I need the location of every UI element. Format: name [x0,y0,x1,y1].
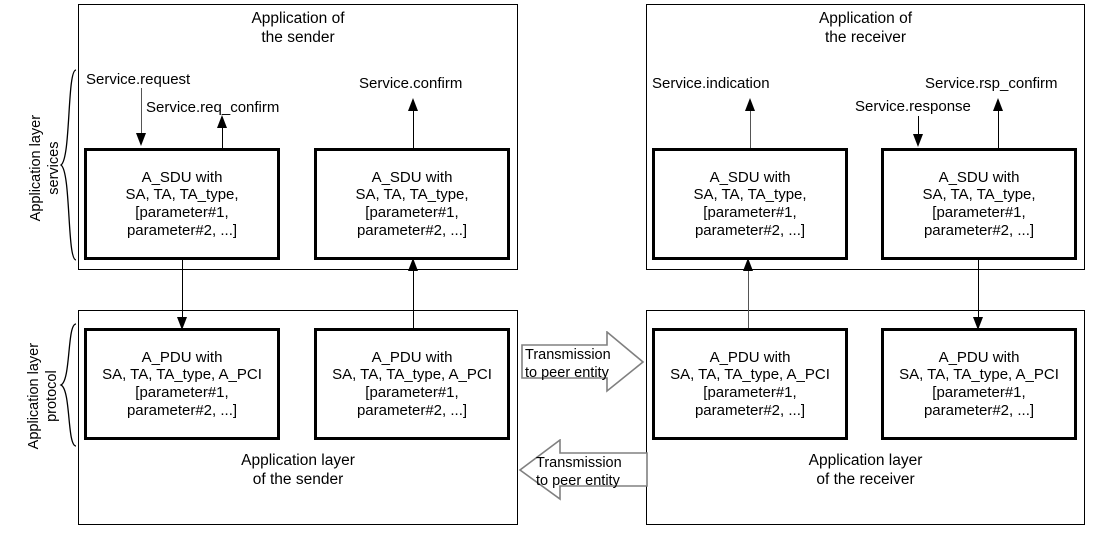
sdu-line-3: [parameter#1, [703,204,797,221]
box-pdu-sender-confirm: A_PDU with SA, TA, TA_type, A_PCI [param… [314,328,510,440]
brace-protocol [59,323,77,447]
box-sdu-receiver-response: A_SDU with SA, TA, TA_type, [parameter#1… [881,148,1077,260]
pdu-line-4: parameter#2, ...] [126,401,238,419]
sdu-line-1: A_SDU with [371,168,453,186]
sdu-line-1: A_SDU with [709,168,791,186]
caption-sender-layer-line2: of the sender [252,470,344,488]
box-sdu-receiver-indication: A_SDU with SA, TA, TA_type, [parameter#1… [652,148,848,260]
label-service-confirm: Service.confirm [359,75,463,92]
pdu-line-4: parameter#2, ...] [694,401,806,419]
pdu-line-1: A_PDU with [371,348,453,366]
arrowhead-sender-sdu-to-pdu [177,317,187,330]
connector-service-indication [750,105,751,151]
label-service-req-confirm: Service.req_confirm [146,99,280,116]
sdu-line-2: SA, TA, TA_type, [922,186,1036,204]
pdu-line-3: [parameter#1, [135,384,229,401]
label-service-indication: Service.indication [652,75,770,92]
caption-receiver-app-line1: Application of [818,10,913,27]
caption-application-layer-of-sender: Application layer of the sender [78,452,518,490]
connector-service-request [141,88,142,138]
side-label-services-line1: Application layer [27,114,44,222]
connector-sender-sdu-to-pdu [182,260,183,322]
transmission-arrow-forward-shape [521,330,645,393]
pdu-line-2: SA, TA, TA_type, A_PCI [899,366,1059,384]
side-label-protocol-line1: Application layer [25,342,42,450]
sdu-line-2: SA, TA, TA_type, [355,186,469,204]
sdu-line-4: parameter#2, ...] [356,221,468,239]
sdu-line-2: SA, TA, TA_type, [125,186,239,204]
caption-application-layer-of-receiver: Application layer of the receiver [646,452,1085,490]
pdu-line-2: SA, TA, TA_type, A_PCI [102,366,262,384]
sdu-line-4: parameter#2, ...] [923,221,1035,239]
caption-application-of-receiver: Application of the receiver [646,10,1085,48]
sdu-line-1: A_SDU with [141,168,223,186]
arrowhead-service-response [913,134,923,147]
arrowhead-service-indication [745,98,755,111]
sdu-line-4: parameter#2, ...] [126,221,238,239]
connector-service-rsp-confirm [998,105,999,151]
label-service-request: Service.request [86,71,191,88]
pdu-line-4: parameter#2, ...] [923,401,1035,419]
connector-receiver-pdu-to-sdu [748,265,749,328]
label-service-response: Service.response [855,98,971,115]
box-pdu-sender-request: A_PDU with SA, TA, TA_type, A_PCI [param… [84,328,280,440]
connector-service-req-confirm [222,120,223,152]
transmission-backward-line2: to peer entity [536,473,620,489]
box-pdu-receiver-indication: A_PDU with SA, TA, TA_type, A_PCI [param… [652,328,848,440]
pdu-line-1: A_PDU with [709,348,791,366]
arrowhead-receiver-pdu-to-sdu [743,258,753,271]
arrowhead-service-confirm [408,98,418,111]
side-label-application-layer-protocol: Application layer protocol [25,306,61,486]
sdu-line-3: [parameter#1, [365,204,459,221]
brace-services [59,69,77,261]
caption-receiver-layer-line1: Application layer [808,452,923,469]
caption-sender-app-line1: Application of [251,10,345,27]
connector-sender-pdu-to-sdu [413,265,414,328]
pdu-line-4: parameter#2, ...] [356,401,468,419]
pdu-line-2: SA, TA, TA_type, A_PCI [670,366,830,384]
caption-sender-app-line2: the sender [261,28,335,46]
caption-receiver-app-line2: the receiver [825,28,906,46]
sdu-line-3: [parameter#1, [135,204,229,221]
arrowhead-service-request [136,133,146,146]
pdu-line-3: [parameter#1, [365,384,459,401]
arrowhead-receiver-sdu-to-pdu [973,317,983,330]
box-sdu-sender-confirm: A_SDU with SA, TA, TA_type, [parameter#1… [314,148,510,260]
caption-receiver-layer-line2: of the receiver [816,470,915,488]
sdu-line-2: SA, TA, TA_type, [693,186,807,204]
pdu-line-3: [parameter#1, [932,384,1026,401]
pdu-line-3: [parameter#1, [703,384,797,401]
transmission-forward-line2: to peer entity [525,365,609,381]
connector-receiver-sdu-to-pdu [978,260,979,322]
connector-service-confirm [413,105,414,151]
sdu-line-4: parameter#2, ...] [694,221,806,239]
arrowhead-service-rsp-confirm [993,98,1003,111]
caption-application-of-sender: Application of the sender [78,10,518,48]
transmission-arrow-backward: Transmission to peer entity [518,438,648,501]
box-sdu-sender-request: A_SDU with SA, TA, TA_type, [parameter#1… [84,148,280,260]
arrowhead-sender-pdu-to-sdu [408,258,418,271]
pdu-line-2: SA, TA, TA_type, A_PCI [332,366,492,384]
box-pdu-receiver-response: A_PDU with SA, TA, TA_type, A_PCI [param… [881,328,1077,440]
transmission-arrow-forward: Transmission to peer entity [521,330,645,393]
sdu-line-3: [parameter#1, [932,204,1026,221]
transmission-arrow-backward-shape [518,438,648,501]
label-service-rsp-confirm: Service.rsp_confirm [925,75,1058,92]
connector-service-response [918,116,919,138]
pdu-line-1: A_PDU with [141,348,223,366]
sdu-line-1: A_SDU with [938,168,1020,186]
caption-sender-layer-line1: Application layer [241,452,355,469]
transmission-backward-line1: Transmission [536,455,622,471]
arrowhead-service-req-confirm [217,115,227,128]
transmission-forward-line1: Transmission [525,347,611,363]
pdu-line-1: A_PDU with [938,348,1020,366]
